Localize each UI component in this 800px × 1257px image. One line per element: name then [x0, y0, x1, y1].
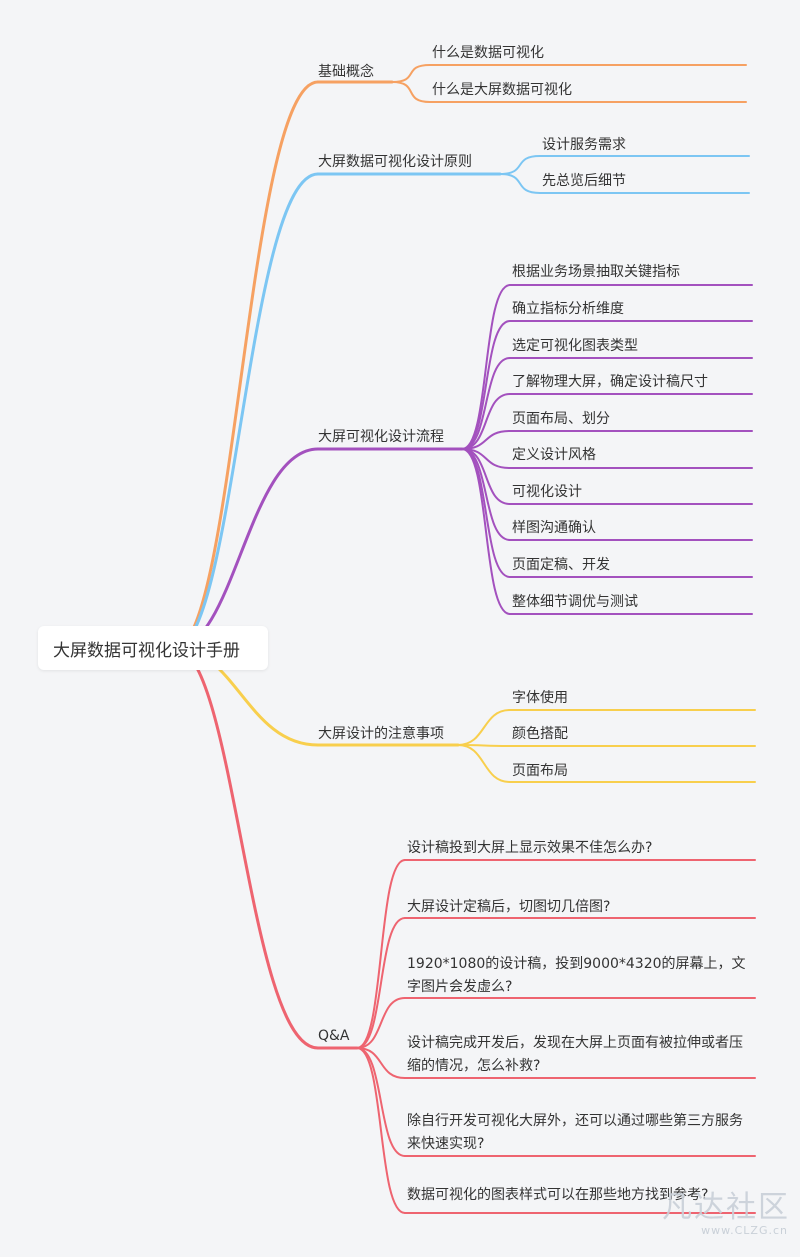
- branch-3-item-5-label[interactable]: 页面布局、划分: [512, 411, 610, 427]
- branch-5-item-1-connector: [356, 859, 406, 1049]
- branch-1-item-2-label[interactable]: 什么是大屏数据可视化: [432, 82, 572, 98]
- branch-3-item-10-connector: [461, 448, 511, 615]
- branch-3-item-2-label[interactable]: 确立指标分析维度: [512, 301, 624, 317]
- branch-5-item-3-label[interactable]: 1920*1080的设计稿，投到9000*4320的屏幕上，文字图片会发虚么?: [407, 956, 746, 995]
- branch-4-item-1-label[interactable]: 字体使用: [512, 690, 568, 706]
- branch-3-item-10-label[interactable]: 整体细节调优与测试: [512, 594, 638, 610]
- branch-5-item-1-label[interactable]: 设计稿投到大屏上显示效果不佳怎么办?: [407, 840, 653, 856]
- branch-4-item-3-label[interactable]: 页面布局: [512, 763, 568, 779]
- branch-5-item-4-label[interactable]: 设计稿完成开发后，发现在大屏上页面有被拉伸或者压缩的情况，怎么补救?: [407, 1035, 743, 1074]
- branch-4-item-3-connector: [457, 744, 511, 783]
- branch-3-item-3-label[interactable]: 选定可视化图表类型: [512, 338, 638, 354]
- branch-1-item-1-label[interactable]: 什么是数据可视化: [432, 45, 544, 61]
- branch-3-label[interactable]: 大屏可视化设计流程: [318, 429, 444, 445]
- branch-1-label[interactable]: 基础概念: [318, 64, 374, 80]
- branch-3-item-7-label[interactable]: 可视化设计: [512, 484, 582, 500]
- branch-3-item-6-label[interactable]: 定义设计风格: [512, 447, 596, 463]
- branch-1-item-1-connector: [391, 64, 431, 83]
- branch-2-item-1-label[interactable]: 设计服务需求: [542, 137, 626, 153]
- branch-2-item-2-connector: [499, 173, 541, 194]
- branch-3-item-3-connector: [461, 357, 511, 450]
- branch-3-item-4-connector: [461, 393, 511, 450]
- branch-3-item-1-label[interactable]: 根据业务场景抽取关键指标: [512, 264, 680, 280]
- branch-5-item-5-label[interactable]: 除自行开发可视化大屏外，还可以通过哪些第三方服务来快速实现?: [407, 1113, 743, 1152]
- branch-3-item-8-label[interactable]: 样图沟通确认: [512, 520, 596, 536]
- branch-4-label[interactable]: 大屏设计的注意事项: [318, 726, 444, 742]
- branch-4-item-1-connector: [457, 709, 511, 746]
- branch-5-item-2-connector: [356, 917, 406, 1049]
- branch-4-item-2-label[interactable]: 颜色搭配: [512, 726, 568, 742]
- branch-2-label[interactable]: 大屏数据可视化设计原则: [318, 154, 472, 170]
- root-title: 大屏数据可视化设计手册: [53, 640, 240, 661]
- branch-5-item-3-connector: [356, 997, 406, 1049]
- branch-1-item-2-connector: [391, 81, 431, 103]
- branch-5-item-6-connector: [356, 1047, 406, 1214]
- branch-3-item-1-connector: [461, 284, 511, 450]
- branch-5-item-4-connector: [356, 1047, 406, 1079]
- root-node[interactable]: 大屏数据可视化设计手册: [38, 626, 268, 670]
- branch-5-label[interactable]: Q&A: [318, 1028, 350, 1044]
- branch-2-item-2-label[interactable]: 先总览后细节: [542, 173, 626, 189]
- branch-3-item-2-connector: [461, 320, 511, 450]
- branch-2-connector: [173, 172, 320, 650]
- branch-5-connector: [173, 646, 320, 1050]
- branch-2-item-1-connector: [499, 155, 541, 175]
- branch-3-item-4-label[interactable]: 了解物理大屏，确定设计稿尺寸: [512, 374, 708, 390]
- branch-5-item-2-label[interactable]: 大屏设计定稿后，切图切几倍图?: [407, 899, 611, 915]
- branch-1-connector: [173, 80, 320, 650]
- branch-3-item-9-label[interactable]: 页面定稿、开发: [512, 557, 610, 573]
- branch-5-item-6-label[interactable]: 数据可视化的图表样式可以在那些地方找到参考?: [407, 1187, 709, 1203]
